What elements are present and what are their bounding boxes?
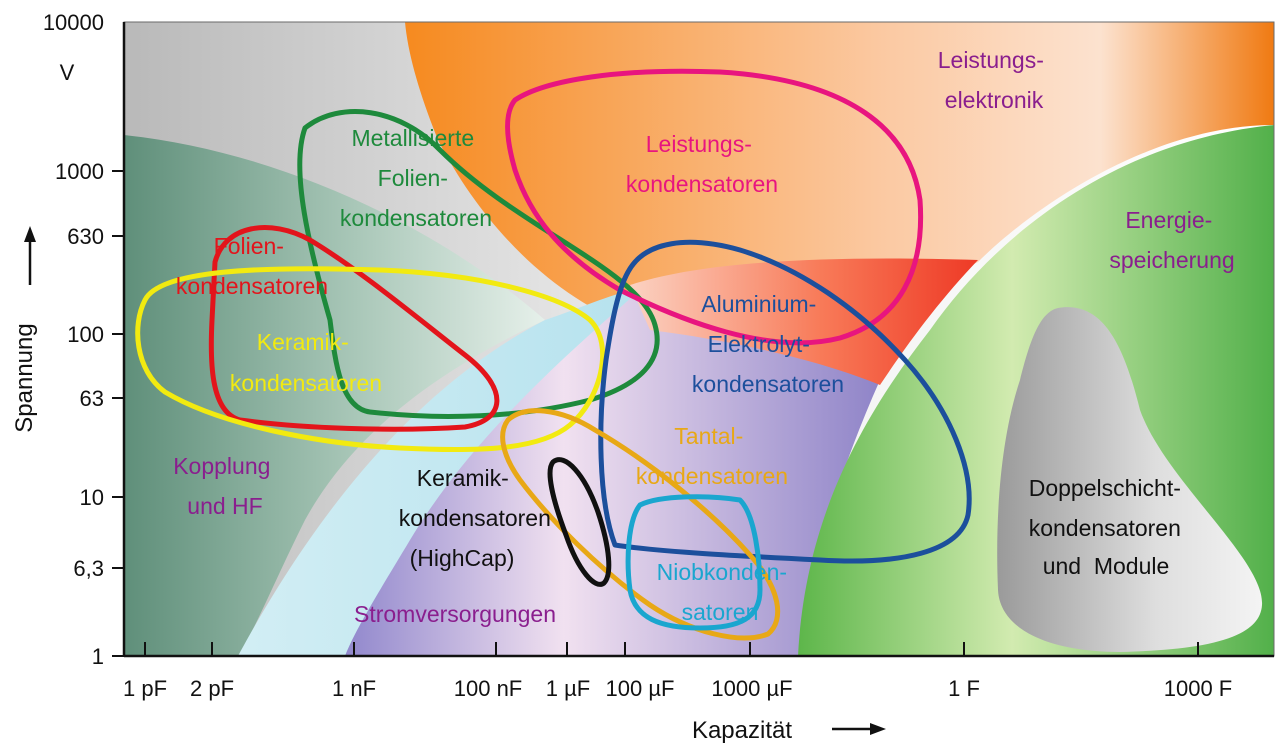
y-axis: 10000 V 1000 630 100 63 10 6,3 1 Spannun… bbox=[11, 10, 126, 669]
label-double-layer: Doppelschicht- kondensatoren und Module bbox=[1029, 475, 1188, 579]
x-axis-title: Kapazität bbox=[692, 717, 792, 744]
region-coupling-hf bbox=[124, 135, 545, 656]
x-tick-label: 1 µF bbox=[546, 676, 590, 701]
region-double-layer bbox=[997, 307, 1263, 652]
application-area-labels: Leistungs- elektronik Energie- speicheru… bbox=[173, 47, 1234, 627]
region-red-band bbox=[630, 258, 978, 385]
x-tick-label: 100 µF bbox=[606, 676, 675, 701]
y-unit-label: V bbox=[60, 60, 75, 85]
capacitor-outlines bbox=[135, 68, 972, 641]
label-tantalum: Tantal- kondensatoren bbox=[636, 423, 788, 489]
y-axis-title: Spannung bbox=[11, 323, 38, 432]
region-hf-cyan bbox=[238, 290, 640, 656]
capacitor-type-labels: Metallisierte Folien- kondensatoren Leis… bbox=[176, 125, 1188, 625]
outline-film bbox=[208, 225, 500, 432]
label-power-caps: Leistungs- kondensatoren bbox=[626, 131, 778, 197]
x-tick-label: 100 nF bbox=[454, 676, 523, 701]
y-tick-label: 10 bbox=[80, 485, 104, 510]
plot-area bbox=[124, 22, 1274, 656]
y-tick-label: 1000 bbox=[55, 159, 104, 184]
y-tick-label: 630 bbox=[67, 224, 104, 249]
y-tick-label: 100 bbox=[67, 322, 104, 347]
outline-power-caps bbox=[505, 68, 924, 346]
label-power-supplies: Stromversorgungen bbox=[354, 601, 556, 627]
label-aluminium-electrolytic: Aluminium- Elektrolyt- kondensatoren bbox=[692, 291, 844, 397]
y-tick-label: 63 bbox=[80, 386, 104, 411]
label-energy-storage: Energie- speicherung bbox=[1109, 207, 1234, 273]
label-coupling-hf: Kopplung und HF bbox=[173, 453, 277, 519]
x-axis-arrow-icon bbox=[832, 723, 886, 735]
label-ceramic: Keramik- kondensatoren bbox=[230, 329, 382, 396]
y-tick-label: 6,3 bbox=[73, 556, 104, 581]
label-metallized-film: Metallisierte Folien- kondensatoren bbox=[340, 125, 492, 231]
region-power-electronics bbox=[405, 22, 1274, 346]
x-tick-label: 1000 F bbox=[1164, 676, 1233, 701]
label-power-electronics: Leistungs- elektronik bbox=[938, 47, 1051, 113]
y-tick-label: 1 bbox=[92, 644, 104, 669]
outline-ceramic bbox=[135, 266, 606, 453]
y-tick-label: 10000 bbox=[43, 10, 104, 35]
x-tick-label: 1 nF bbox=[332, 676, 376, 701]
y-axis-arrow-icon bbox=[24, 226, 36, 285]
outline-niobium bbox=[625, 494, 763, 631]
outline-tantalum bbox=[500, 408, 781, 641]
label-niobium: Niobkonden- satoren bbox=[657, 559, 794, 625]
label-film: Folien- kondensatoren bbox=[176, 233, 328, 299]
outline-aluminium-electrolytic bbox=[598, 239, 972, 564]
region-power-supplies bbox=[305, 280, 880, 656]
label-ceramic-highcap: Keramik- kondensatoren (HighCap) bbox=[399, 465, 558, 571]
outline-ceramic-highcap bbox=[547, 457, 612, 587]
x-tick-label: 1 F bbox=[948, 676, 980, 701]
x-tick-label: 2 pF bbox=[190, 676, 234, 701]
x-axis: 1 pF 2 pF 1 nF 100 nF 1 µF 100 µF 1000 µ… bbox=[123, 642, 1274, 744]
x-tick-label: 1000 µF bbox=[711, 676, 792, 701]
x-tick-label: 1 pF bbox=[123, 676, 167, 701]
